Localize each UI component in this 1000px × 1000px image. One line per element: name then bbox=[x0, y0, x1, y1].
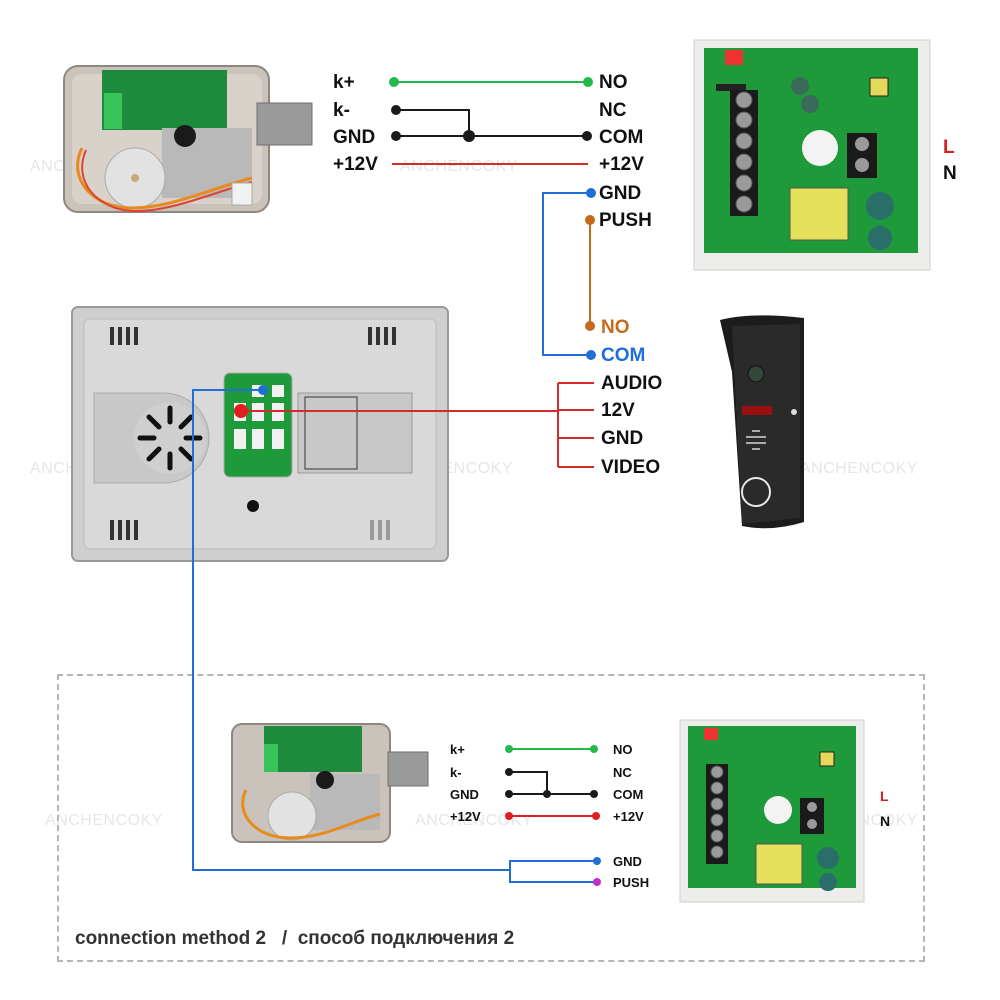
wire-node bbox=[592, 812, 600, 820]
wire-node bbox=[590, 790, 598, 798]
wire-node bbox=[593, 857, 601, 865]
wire-kminus bbox=[396, 109, 470, 136]
wire-kminus-m2 bbox=[509, 771, 548, 794]
wire-node bbox=[585, 215, 595, 225]
method2-caption: connection method 2 / способ подключения… bbox=[75, 928, 515, 949]
cable-label-12v: 12V bbox=[601, 400, 635, 421]
lock-label-kplus: k+ bbox=[333, 72, 355, 93]
m2-psu-label-12v: +12V bbox=[613, 809, 644, 824]
electric-lock-image bbox=[63, 65, 313, 213]
wire-monitor-lock bbox=[192, 389, 510, 871]
cable-label-audio: AUDIO bbox=[601, 373, 663, 394]
wire-node bbox=[234, 404, 248, 418]
panel-label-com: COM bbox=[601, 345, 646, 366]
wire-junction bbox=[543, 790, 551, 798]
m2-lock-label-kminus: k- bbox=[450, 765, 462, 780]
psu-label-12v: +12V bbox=[599, 154, 644, 175]
watermark: ANCHENCOKY bbox=[415, 812, 533, 829]
watermark: ANCHENCOKY bbox=[400, 158, 518, 175]
m2-psu-label-nc: NC bbox=[613, 765, 632, 780]
watermark: ANCHENCOKY bbox=[45, 812, 163, 829]
mains-L-label-method2: L bbox=[880, 788, 889, 804]
lock-label-gnd: GND bbox=[333, 127, 376, 148]
power-supply-image bbox=[693, 39, 931, 271]
wire-node bbox=[593, 878, 601, 886]
wire-node bbox=[585, 321, 595, 331]
psu-label-nc: NC bbox=[599, 100, 627, 121]
power-supply-image-method2 bbox=[679, 719, 865, 903]
watermark: ANCHENCOKY bbox=[800, 460, 918, 477]
mains-N-label-method2: N bbox=[880, 813, 891, 829]
wire-node bbox=[389, 77, 399, 87]
wire-node bbox=[258, 385, 268, 395]
psu-label-push: PUSH bbox=[599, 210, 652, 231]
lock-label-kminus: k- bbox=[333, 100, 350, 121]
m2-exit-label-gnd: GND bbox=[613, 854, 642, 869]
outdoor-call-panel-image bbox=[720, 315, 804, 529]
psu-label-com: COM bbox=[599, 127, 644, 148]
wire-node bbox=[505, 745, 513, 753]
wire-node bbox=[590, 745, 598, 753]
psu-label-no: NO bbox=[599, 72, 628, 93]
cable-label-gnd: GND bbox=[601, 428, 644, 449]
m2-lock-label-gnd: GND bbox=[450, 787, 479, 802]
m2-psu-label-com: COM bbox=[613, 787, 644, 802]
wire-junction bbox=[463, 130, 475, 142]
m2-psu-label-no: NO bbox=[613, 742, 633, 757]
wire-node bbox=[505, 768, 513, 776]
m2-lock-label-kplus: k+ bbox=[450, 742, 465, 757]
electric-lock-image-method2 bbox=[231, 723, 429, 843]
m2-lock-label-12v: +12V bbox=[450, 809, 481, 824]
wire-gnd-to-com bbox=[542, 192, 590, 356]
wire-node bbox=[582, 131, 592, 141]
wire-node bbox=[391, 131, 401, 141]
mains-N-label: N bbox=[943, 163, 957, 184]
wire-split bbox=[509, 860, 596, 883]
wire-node bbox=[583, 77, 593, 87]
wire-node bbox=[505, 812, 513, 820]
wire-node bbox=[391, 105, 401, 115]
m2-exit-label-push: PUSH bbox=[613, 875, 650, 890]
wire-node bbox=[505, 790, 513, 798]
method2-frame bbox=[57, 674, 925, 962]
psu-label-gnd: GND bbox=[599, 183, 642, 204]
wire-node bbox=[586, 188, 596, 198]
indoor-monitor-image bbox=[71, 306, 449, 562]
mains-L-label: L bbox=[943, 137, 955, 158]
lock-label-12v: +12V bbox=[333, 154, 378, 175]
wire-node bbox=[586, 350, 596, 360]
cable-label-video: VIDEO bbox=[601, 457, 661, 478]
panel-label-no: NO bbox=[601, 317, 630, 338]
